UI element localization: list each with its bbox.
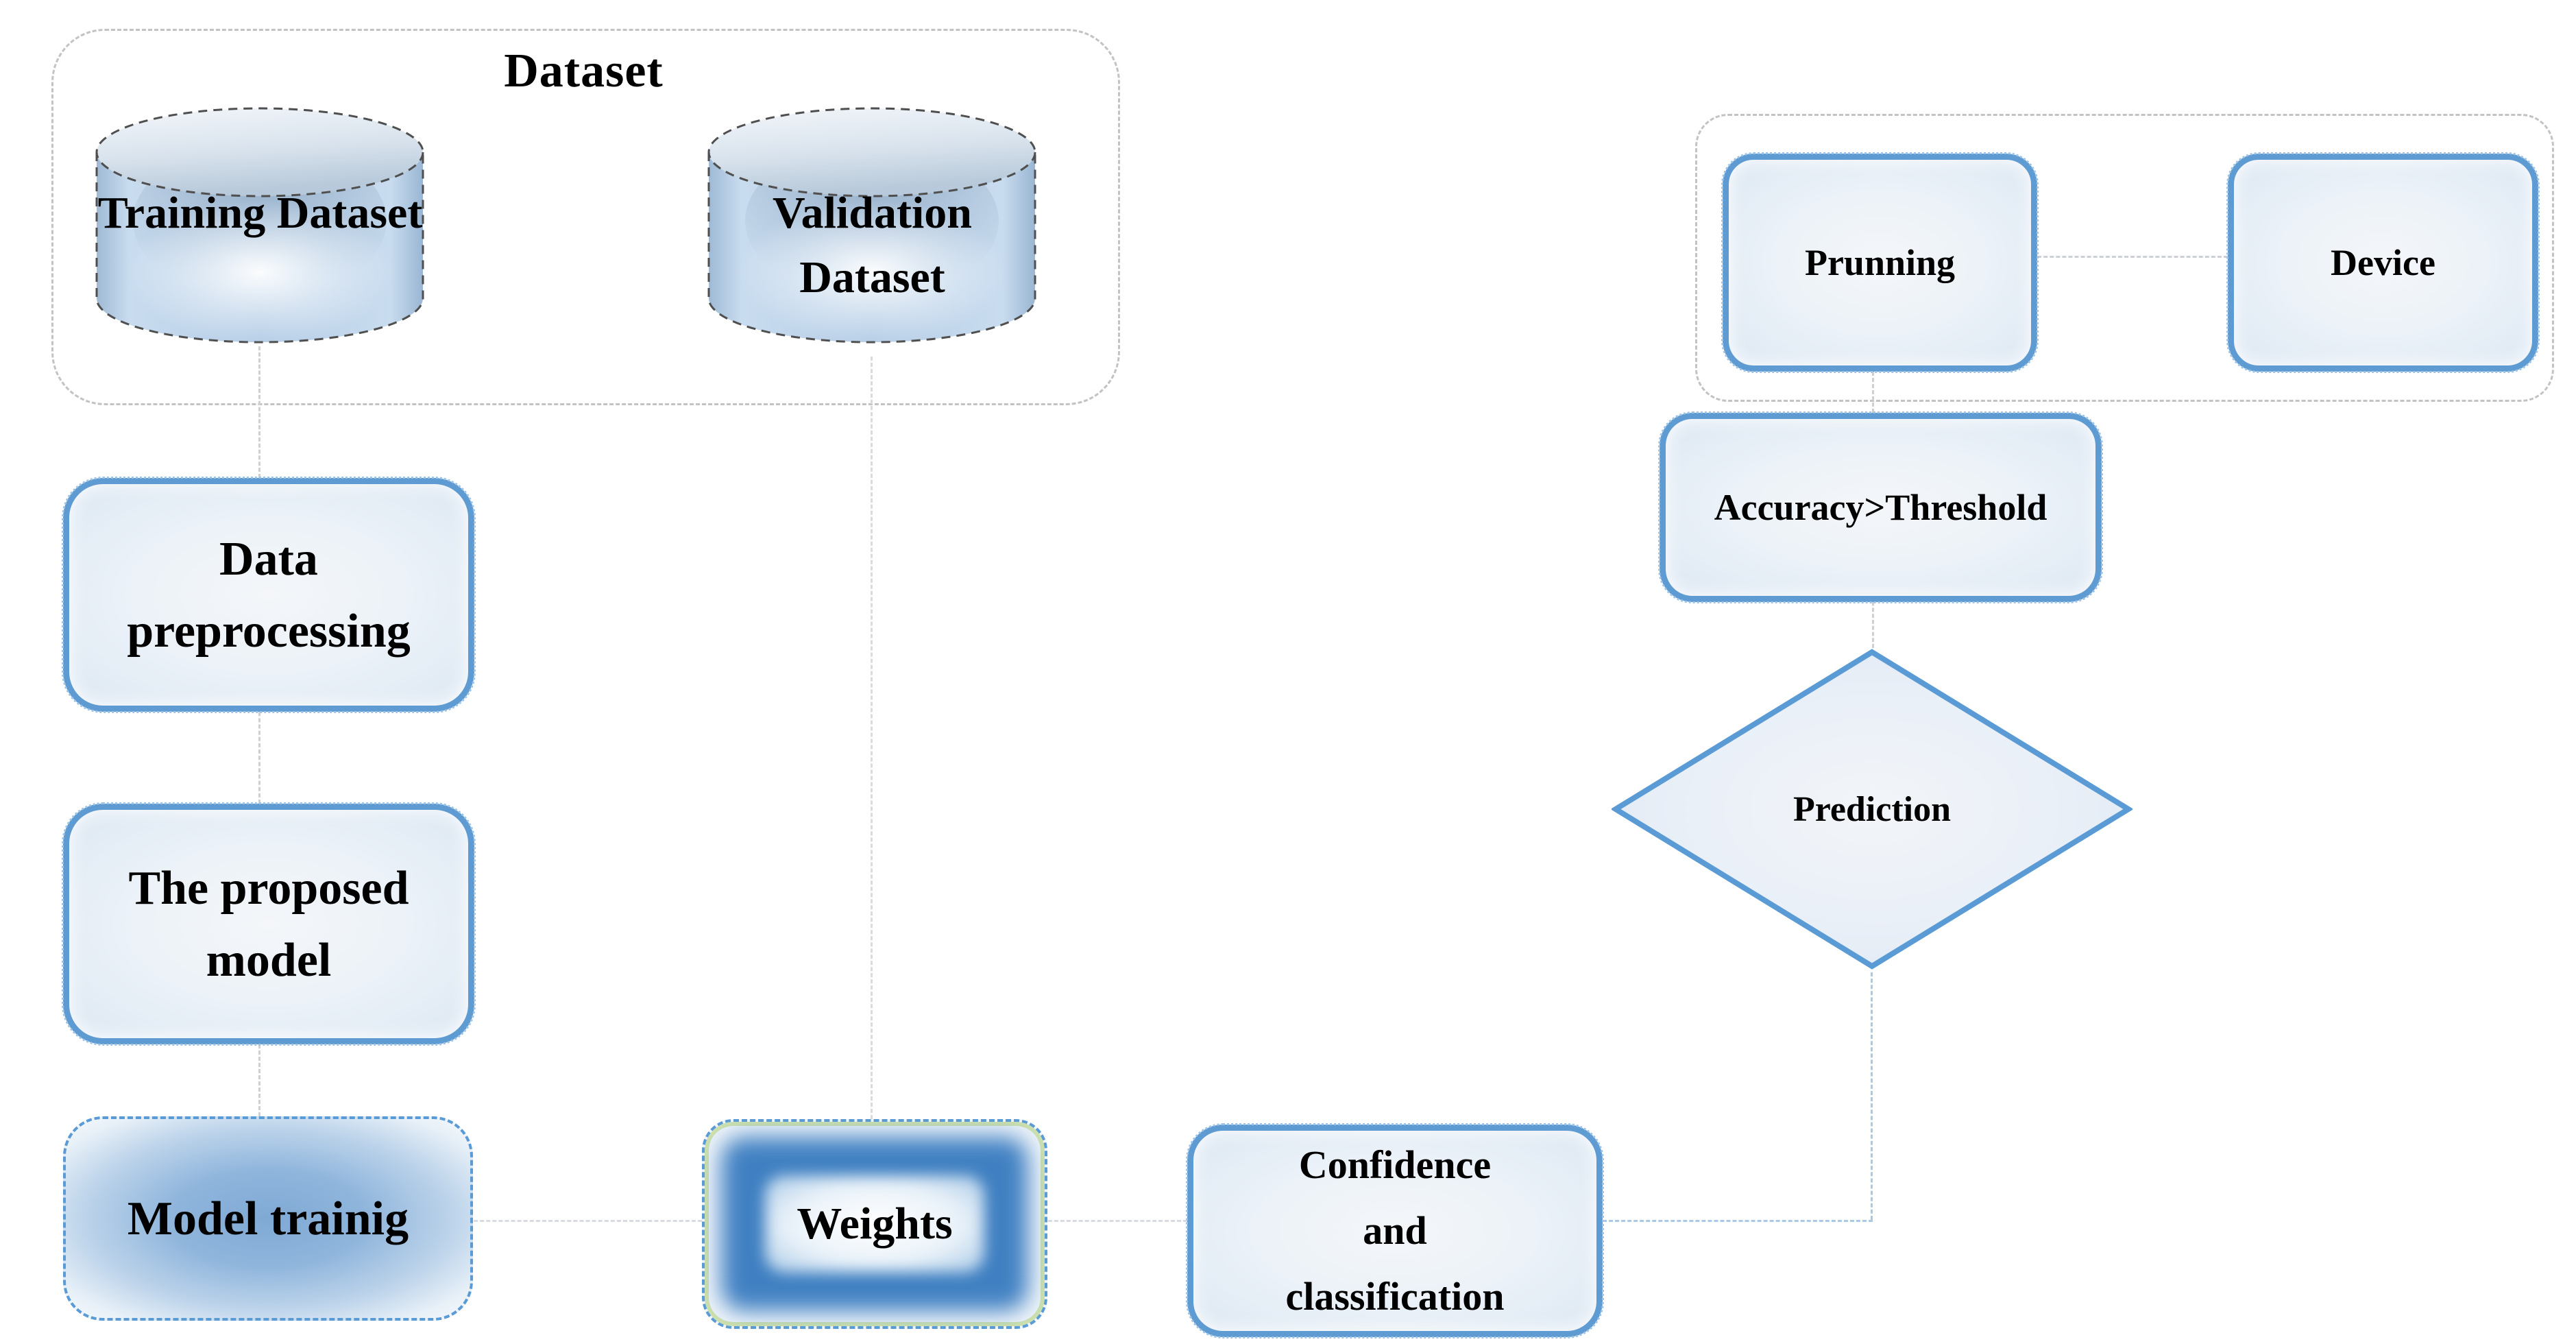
node-data-preprocessing: Data preprocessing xyxy=(62,477,476,713)
confidence-line1: Confidence xyxy=(1298,1142,1492,1187)
connector-prediction-elbow-v xyxy=(1871,972,1873,1220)
connector-confidence-elbow-h xyxy=(1590,1220,1873,1222)
prediction-label: Prediction xyxy=(1793,789,1952,829)
device-label: Device xyxy=(2331,241,2435,283)
data-preprocessing-line2: preprocessing xyxy=(127,604,411,658)
training-dataset-line1: Training xyxy=(97,188,266,238)
diamond-shape xyxy=(1610,649,2134,970)
confidence-line3: classification xyxy=(1285,1274,1505,1319)
node-confidence-classification: Confidence and classification xyxy=(1186,1123,1604,1339)
validation-dataset-line2: Dataset xyxy=(799,252,945,302)
connector-validation-to-weights xyxy=(871,357,873,1119)
data-preprocessing-label: Data preprocessing xyxy=(127,523,411,667)
node-prediction: Prediction xyxy=(1610,648,2134,970)
weights-glow-core xyxy=(765,1175,984,1273)
proposed-model-label: The proposed model xyxy=(128,852,409,996)
node-device: Device xyxy=(2226,152,2540,373)
connector-training-to-preprocessing xyxy=(258,346,260,478)
data-preprocessing-line1: Data xyxy=(219,532,318,586)
connector-training-to-weights xyxy=(467,1220,702,1222)
validation-dataset-line1: Validation xyxy=(772,188,972,238)
accuracy-threshold-label: Accuracy>Threshold xyxy=(1714,486,2048,528)
validation-dataset-label: Validation Dataset xyxy=(707,181,1038,309)
training-dataset-label: Training Dataset xyxy=(95,181,426,245)
node-validation-dataset: Validation Dataset xyxy=(707,104,1038,346)
connector-accuracy-to-prediction xyxy=(1872,590,1874,648)
cylinder-shape xyxy=(95,107,424,344)
confidence-classification-label: Confidence and classification xyxy=(1286,1132,1505,1330)
deployment-group-container xyxy=(1695,114,2554,402)
dataset-group-title: Dataset xyxy=(504,45,664,97)
model-training-label: Model trainig xyxy=(127,1192,409,1245)
dataset-group-container xyxy=(51,29,1120,405)
pruning-label: Prunning xyxy=(1804,241,1956,283)
confidence-line2: and xyxy=(1363,1208,1427,1253)
proposed-model-line2: model xyxy=(206,933,332,987)
node-pruning: Prunning xyxy=(1721,152,2039,373)
node-model-training: Model trainig xyxy=(63,1116,473,1321)
connector-pruning-to-device xyxy=(2025,256,2228,258)
connector-pruning-to-accuracy xyxy=(1872,359,1874,413)
node-weights: Weights xyxy=(702,1119,1047,1329)
node-training-dataset: Training Dataset xyxy=(95,104,426,346)
weights-label: Weights xyxy=(797,1199,953,1249)
node-proposed-model: The proposed model xyxy=(62,802,476,1046)
cylinder-shape xyxy=(707,107,1036,344)
node-accuracy-threshold: Accuracy>Threshold xyxy=(1658,411,2103,603)
connector-weights-to-confidence xyxy=(1042,1220,1187,1222)
proposed-model-line1: The proposed xyxy=(128,861,409,915)
training-dataset-line2: Dataset xyxy=(276,188,423,238)
connector-model-to-training xyxy=(258,1032,260,1116)
connector-preprocessing-to-model xyxy=(258,699,260,804)
